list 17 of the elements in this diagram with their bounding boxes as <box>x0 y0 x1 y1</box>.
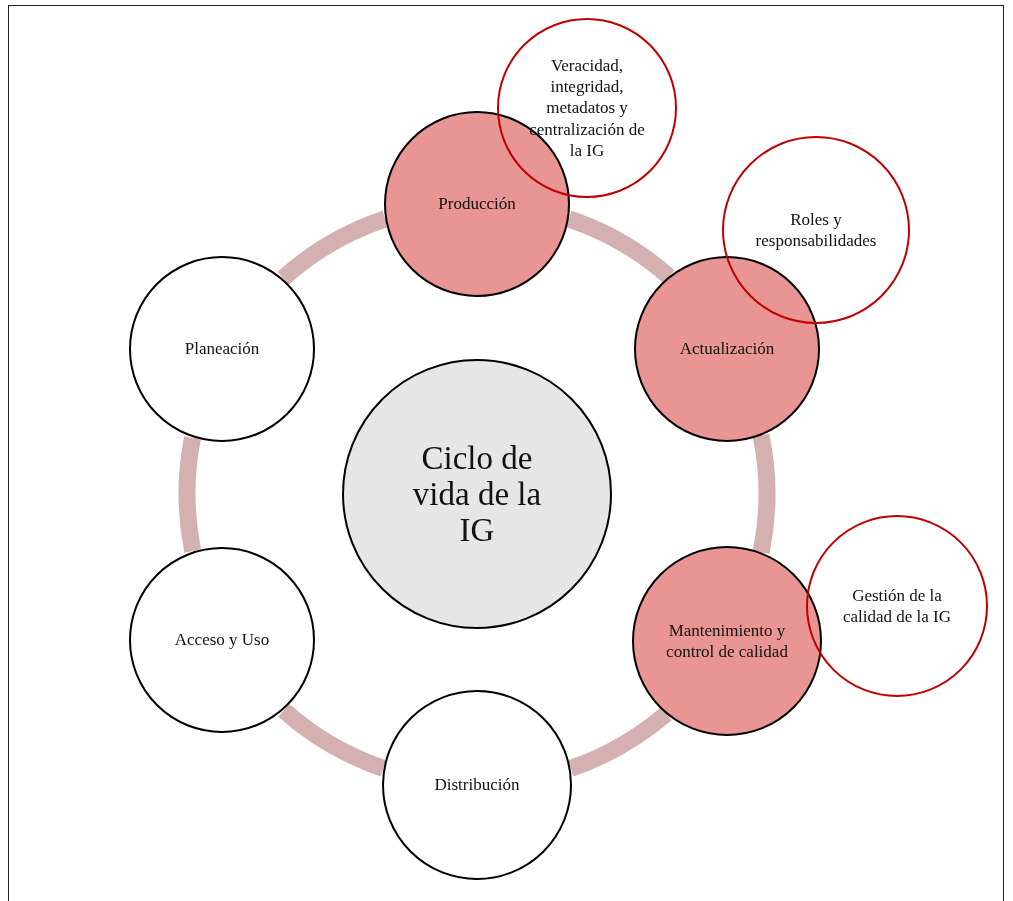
circle-label: Veracidad, integridad, metadatos y centralización de la IG <box>529 54 645 162</box>
circle-label: Gestión de la calidad de la IG <box>841 584 953 628</box>
center-title: Ciclo de vida de la IG <box>411 439 543 549</box>
circle-label: Actualización <box>679 338 775 360</box>
note-circle <box>806 515 988 697</box>
circle-label: Planeación <box>184 338 260 360</box>
cycle-ring-segment <box>565 210 675 284</box>
circle-label: Distribución <box>434 774 520 796</box>
circle-label: Mantenimiento y control de calidad <box>665 619 789 663</box>
cycle-ring-segment <box>178 436 202 553</box>
cycle-ring-segment <box>277 211 389 285</box>
cycle-ring-segment <box>567 707 672 777</box>
cycle-ring-segment <box>278 703 387 777</box>
circle-label: Acceso y Uso <box>174 629 270 651</box>
cycle-ring-segment <box>752 434 776 554</box>
circle-label: Roles y responsabilidades <box>754 208 878 252</box>
circle-label: Producción <box>438 193 516 215</box>
